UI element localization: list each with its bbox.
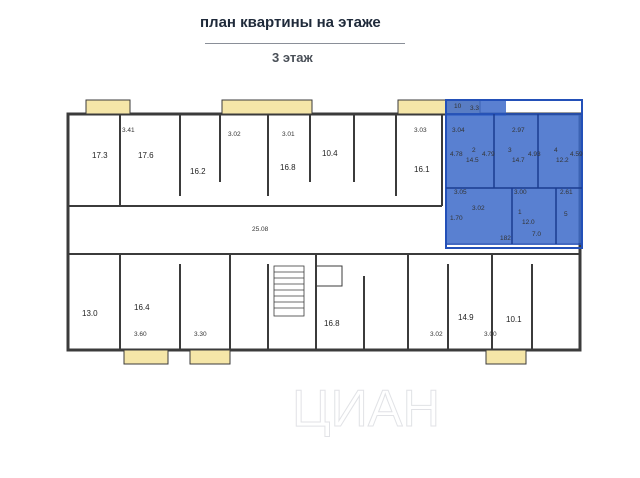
highlighted-room-label: 5 — [564, 211, 568, 218]
highlighted-room-label: 14.5 — [466, 157, 479, 164]
highlighted-room-label: 4 — [554, 147, 558, 154]
dim-3-02b: 3.02 — [430, 331, 443, 338]
highlighted-room-label: 4.78 — [450, 151, 463, 158]
dim-25-08: 25.08 — [252, 226, 269, 233]
highlighted-room-label: 14.7 — [512, 157, 525, 164]
header: план квартины на этаже 3 этаж — [0, 0, 640, 92]
highlighted-room-label: 4.59 — [570, 151, 583, 158]
room-area-13-0: 13.0 — [82, 309, 98, 318]
balcony-top-1 — [85, 99, 131, 115]
room-area-16-1: 16.1 — [414, 165, 430, 174]
balcony-top-2 — [221, 99, 313, 115]
title-divider — [205, 43, 405, 44]
room-area-16-8b: 16.8 — [324, 319, 340, 328]
highlighted-room-label: 3.00 — [514, 189, 527, 196]
plan-title: план квартины на этаже — [200, 14, 381, 31]
highlighted-room-label: 12.0 — [522, 219, 535, 226]
elevator — [315, 265, 343, 287]
room-area-14-9: 14.9 — [458, 313, 474, 322]
highlighted-room-label: 7.0 — [532, 231, 541, 238]
highlighted-room-label: 1.70 — [450, 215, 463, 222]
highlighted-room-label: 3.04 — [452, 127, 465, 134]
highlighted-room-label: 3.3 — [470, 105, 479, 112]
room-area-10-1: 10.1 — [506, 315, 522, 324]
room-area-16-2: 16.2 — [190, 167, 206, 176]
interior-walls — [68, 114, 580, 350]
balcony-bottom-2 — [189, 349, 231, 365]
room-area-16-8: 16.8 — [280, 163, 296, 172]
highlighted-room-label: 182 — [500, 235, 511, 242]
dim-3-03: 3.03 — [414, 127, 427, 134]
highlighted-room-label: 4.93 — [528, 151, 541, 158]
dim-3-60: 3.60 — [134, 331, 147, 338]
stairwell — [273, 265, 305, 317]
highlighted-room-label: 4.79 — [482, 151, 495, 158]
balcony-bottom-3 — [485, 349, 527, 365]
highlighted-room-label: 1 — [518, 209, 522, 216]
highlighted-room-label: 12.2 — [556, 157, 569, 164]
floor-label: 3 этаж — [272, 50, 313, 65]
dim-3-00: 3.00 — [484, 331, 497, 338]
dimension-labels: 3.41 3.02 3.01 3.03 3.60 3.30 3.02 3.00 … — [122, 127, 497, 338]
watermark-text: ЦИАН — [292, 380, 440, 438]
dim-3-01: 3.01 — [282, 131, 295, 138]
highlighted-room-label: 2.61 — [560, 189, 573, 196]
highlighted-room-label: 3.05 — [454, 189, 467, 196]
room-area-17-6: 17.6 — [138, 151, 154, 160]
room-area-16-4: 16.4 — [134, 303, 150, 312]
highlighted-room-label: 3.02 — [472, 205, 485, 212]
highlighted-room-label: 10 — [454, 103, 462, 110]
highlighted-apartment — [445, 99, 583, 249]
dim-3-02: 3.02 — [228, 131, 241, 138]
room-area-10-4: 10.4 — [322, 149, 338, 158]
balcony-bottom-1 — [123, 349, 169, 365]
dim-3-41: 3.41 — [122, 127, 135, 134]
room-area-17-3: 17.3 — [92, 151, 108, 160]
dim-3-30: 3.30 — [194, 331, 207, 338]
highlighted-room-label: 2.97 — [512, 127, 525, 134]
highlighted-room-label: 3 — [508, 147, 512, 154]
highlighted-room-label: 2 — [472, 147, 476, 154]
other-room-labels: 17.3 17.6 16.2 16.8 10.4 16.1 13.0 16.4 … — [82, 149, 522, 328]
